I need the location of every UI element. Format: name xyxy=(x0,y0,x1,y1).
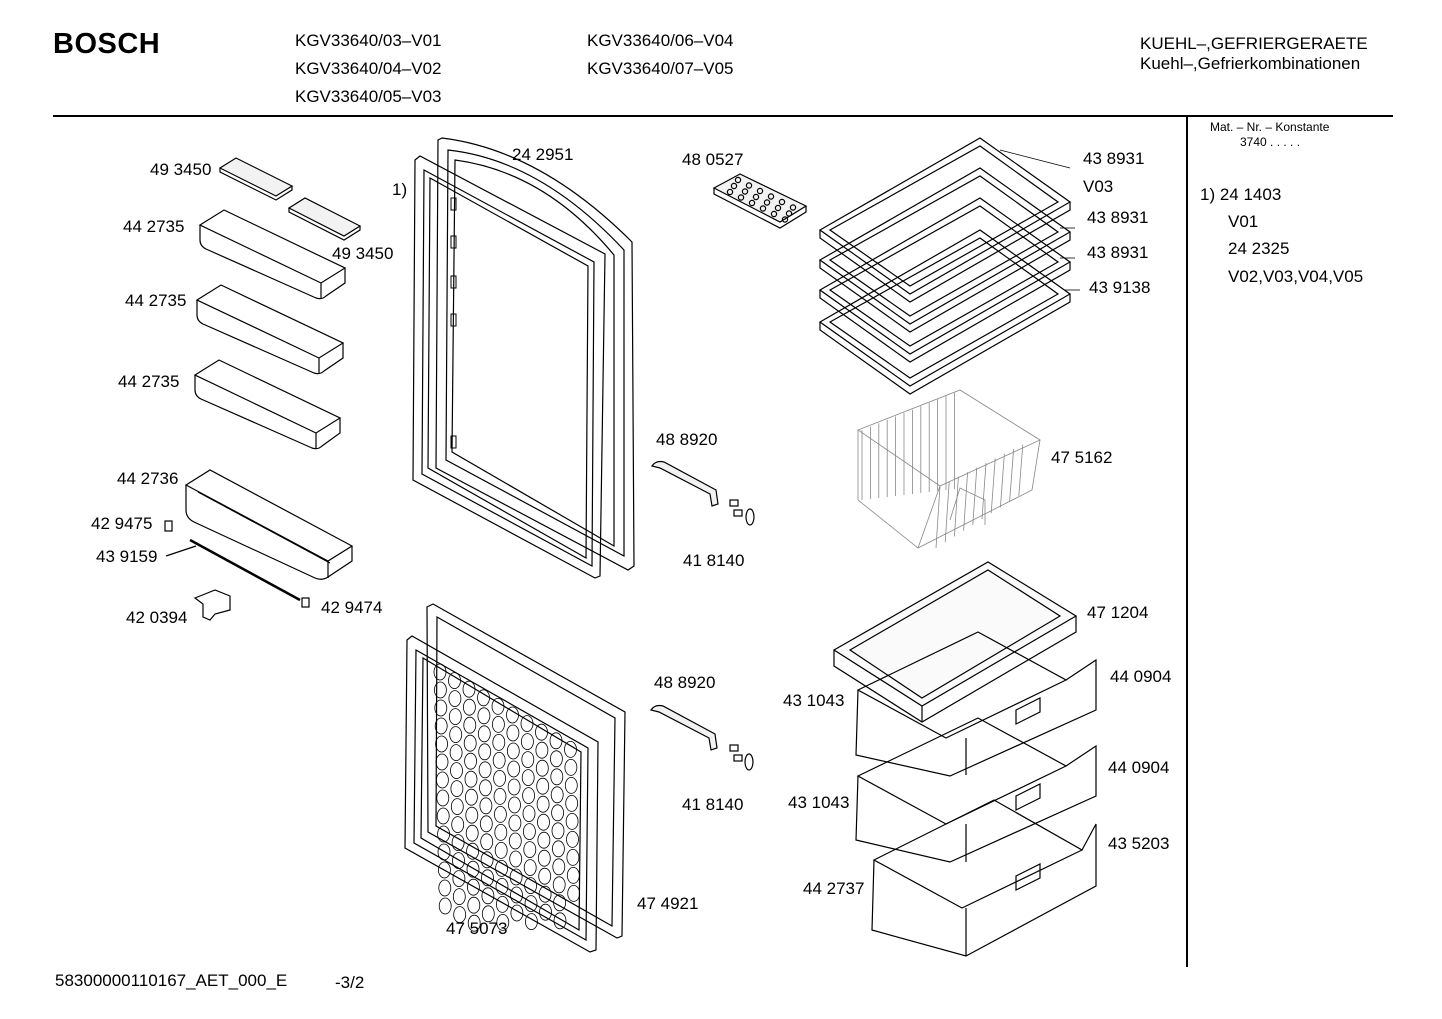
part-number-label: 48 8920 xyxy=(654,673,716,692)
part-number-label: 44 0904 xyxy=(1108,758,1170,777)
ice-tray-part xyxy=(712,173,808,229)
leader-line xyxy=(165,545,197,557)
variant-label: V03 xyxy=(1083,177,1114,196)
glass-shelf-part xyxy=(818,137,1072,395)
glass-shelf xyxy=(818,137,1072,303)
part-number-label: 44 2736 xyxy=(117,469,179,488)
page-indicator: -3/2 xyxy=(335,973,365,992)
hinge-slot xyxy=(450,197,457,449)
glass-shelf xyxy=(818,229,1072,395)
part-number-label: 49 3450 xyxy=(332,244,394,263)
part-number-label: 49 3450 xyxy=(150,160,212,179)
door-shelf-part xyxy=(193,359,342,450)
document-id: 58300000110167_AET_000_E xyxy=(55,971,288,990)
part-number-label: 44 2735 xyxy=(123,217,185,236)
wire-basket-part xyxy=(857,389,1041,549)
part-number-label: 43 5203 xyxy=(1108,834,1170,853)
part-number-label: 43 9138 xyxy=(1089,278,1151,297)
leader-line xyxy=(999,149,1080,291)
part-number-label: 42 0394 xyxy=(126,608,188,627)
part-number-label: 42 9475 xyxy=(91,514,153,533)
part-number-label: 43 8931 xyxy=(1087,208,1149,227)
part-number-label: 47 1204 xyxy=(1087,603,1149,622)
part-number-label: 43 1043 xyxy=(783,691,845,710)
retainer-rod xyxy=(189,538,301,602)
model-number: KGV33640/07–V05 xyxy=(587,59,734,78)
door-liner-pattern xyxy=(433,663,581,932)
model-number: KGV33640/05–V03 xyxy=(295,87,442,106)
part-number-label: 43 9159 xyxy=(96,547,158,566)
upper-door-gasket-part xyxy=(412,155,606,579)
side-note: V01 xyxy=(1228,212,1259,231)
part-number-label: 47 5162 xyxy=(1051,448,1113,467)
glass-shelf xyxy=(818,167,1072,333)
part-number-label: 48 8920 xyxy=(656,430,718,449)
lower-door-gasket-part xyxy=(404,635,599,953)
side-note: 24 2325 xyxy=(1228,239,1290,258)
freezer-tray-part xyxy=(832,561,1078,723)
part-number-label: 44 2735 xyxy=(125,291,187,310)
freezer-drawer-part xyxy=(855,717,1097,863)
category-subtitle: Kuehl–,Gefrierkombinationen xyxy=(1140,54,1361,73)
door-shelf-part xyxy=(195,284,345,375)
part-number-label: 43 8931 xyxy=(1083,149,1145,168)
model-number: KGV33640/06–V04 xyxy=(587,31,734,50)
part-number-label: 44 0904 xyxy=(1110,667,1172,686)
door-shelf-part xyxy=(198,209,347,300)
hinge-part xyxy=(729,499,755,771)
part-number-label: 48 0527 xyxy=(682,150,744,169)
bottle-shelf-part xyxy=(184,469,354,580)
part-number-label: 44 2735 xyxy=(118,372,180,391)
model-number: KGV33640/04–V02 xyxy=(295,59,442,78)
freezer-drawer-part xyxy=(871,799,1097,957)
clip-part xyxy=(301,597,310,608)
constant-value: 3740 . . . . . xyxy=(1240,135,1301,149)
part-number-label: 42 9474 xyxy=(321,598,383,617)
part-number-label: 41 8140 xyxy=(683,551,745,570)
stop-part xyxy=(193,589,231,621)
side-note: V02,V03,V04,V05 xyxy=(1228,267,1364,286)
clip-part xyxy=(164,520,173,532)
glass-shelf xyxy=(818,197,1072,363)
part-number-label: 47 5073 xyxy=(446,919,508,938)
lower-door-part xyxy=(426,603,626,939)
part-number-label: 41 8140 xyxy=(682,795,744,814)
part-number-label: 43 1043 xyxy=(788,793,850,812)
part-number-label: 44 2737 xyxy=(803,879,865,898)
footnote-marker: 1) xyxy=(392,180,408,199)
upper-door-part xyxy=(435,137,635,571)
part-number-label: 24 2951 xyxy=(512,145,574,164)
constant-label: Mat. – Nr. – Konstante xyxy=(1210,120,1330,134)
part-number-label: 43 8931 xyxy=(1087,243,1149,262)
side-note: 1) 24 1403 xyxy=(1200,185,1282,204)
brand-logo: BOSCH xyxy=(53,28,161,60)
category-title: KUEHL–,GEFRIERGERAETE xyxy=(1140,34,1368,53)
part-number-label: 47 4921 xyxy=(637,894,699,913)
model-number: KGV33640/03–V01 xyxy=(295,31,442,50)
handle-part xyxy=(650,460,719,751)
butter-lid-part xyxy=(218,157,362,241)
